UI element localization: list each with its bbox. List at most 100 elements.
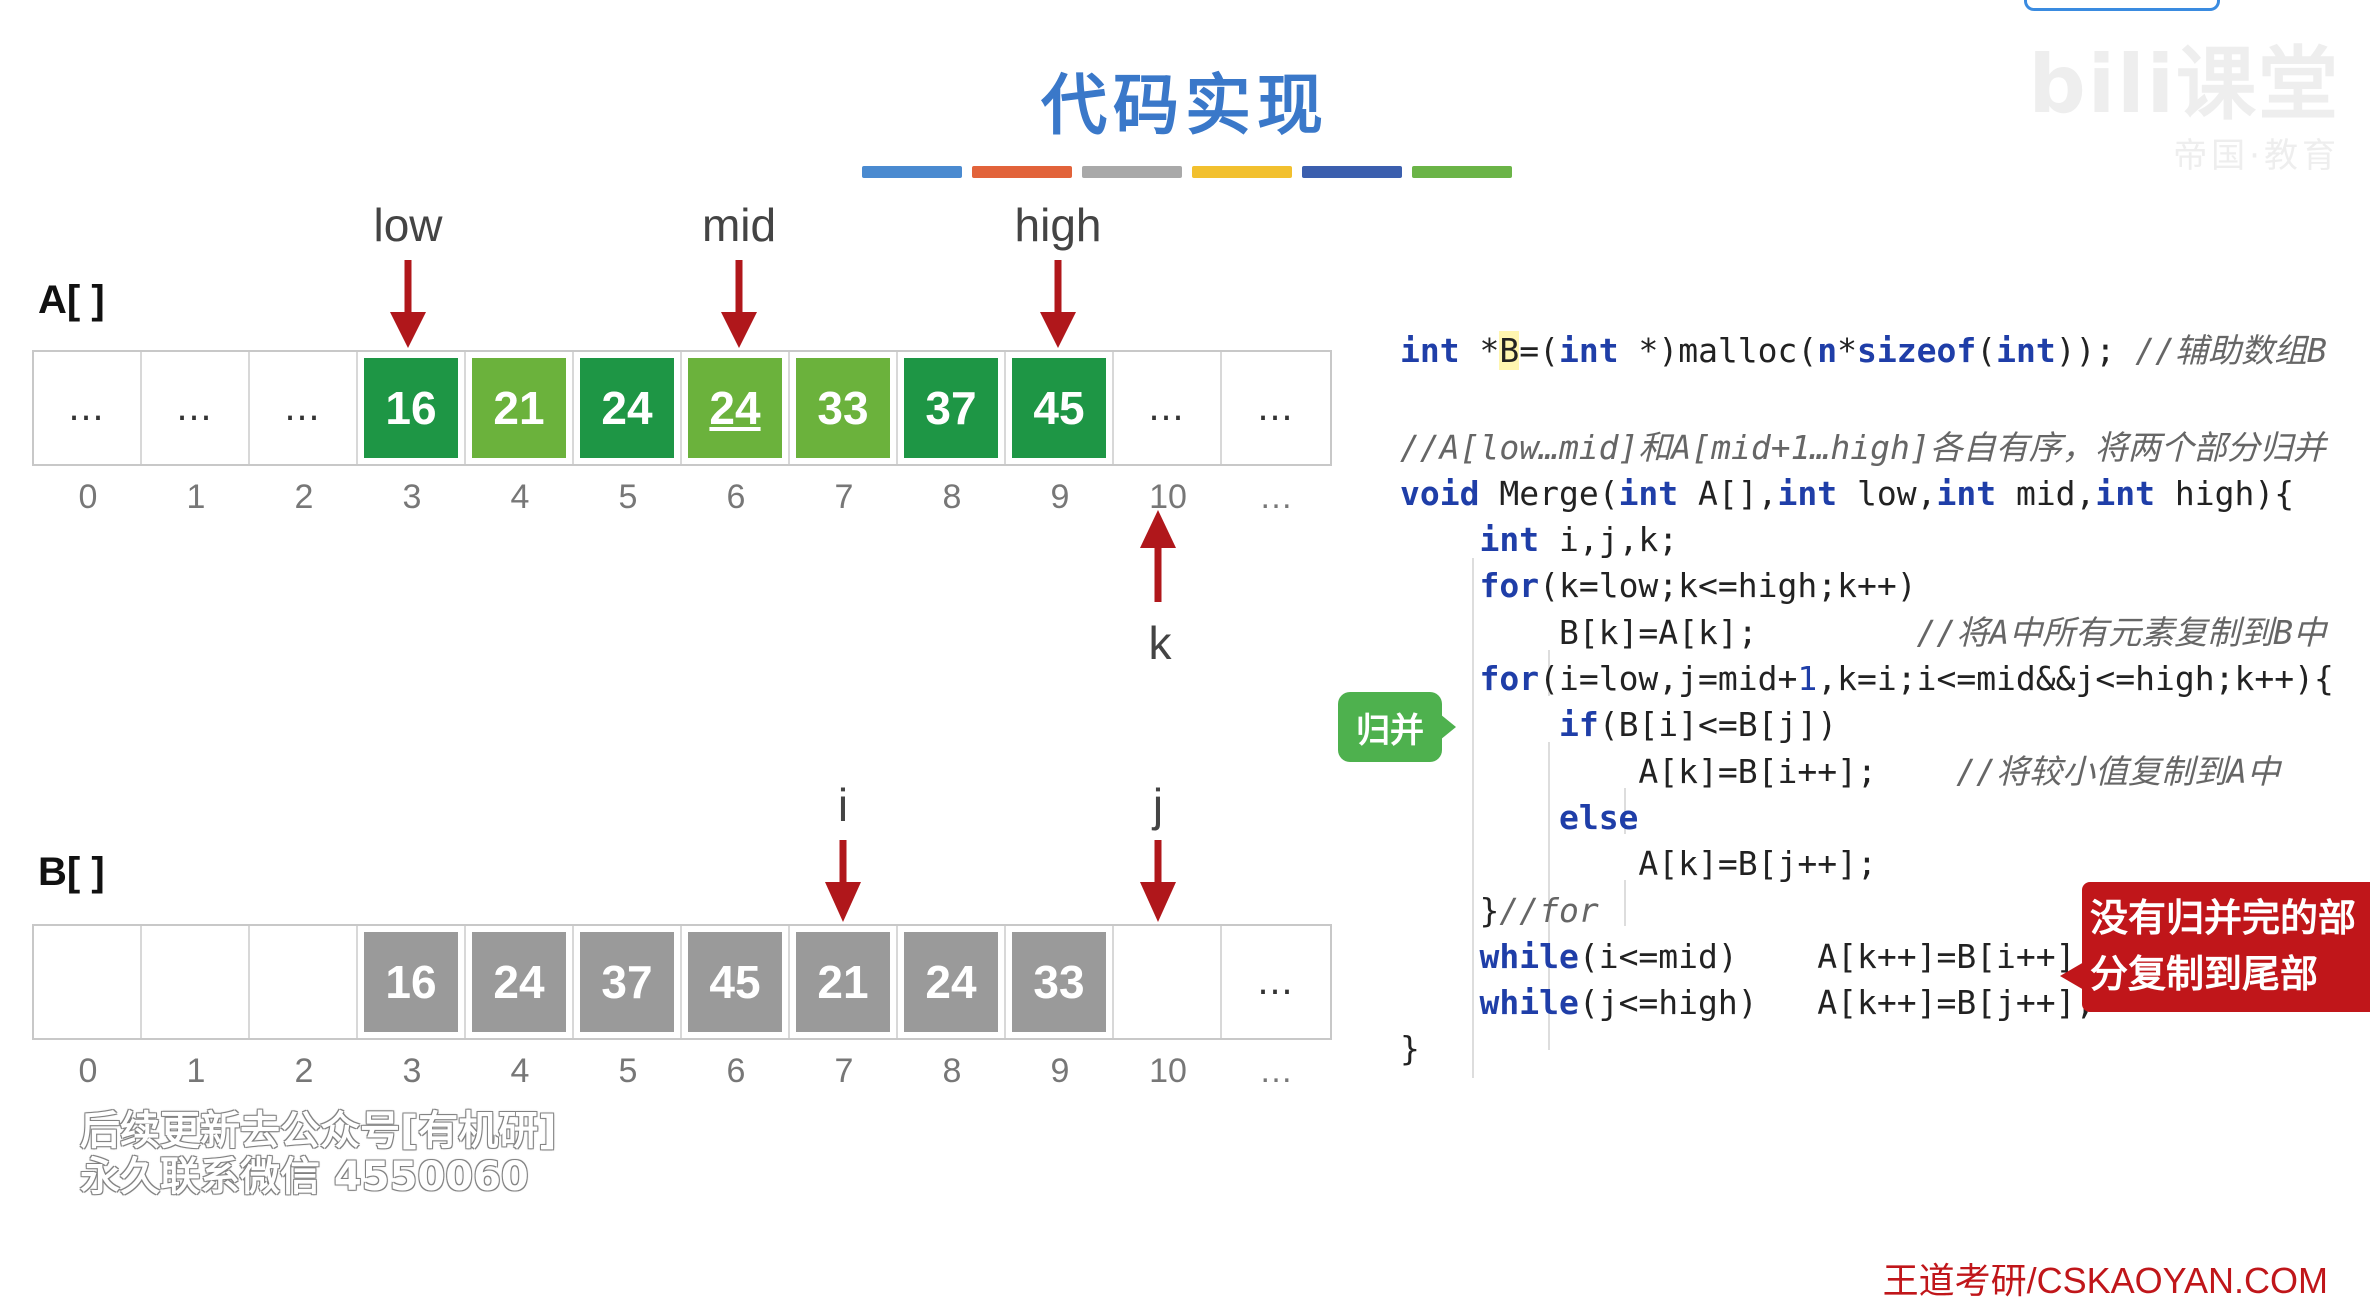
array-a-cell-7: 33 — [790, 352, 898, 464]
array-a-index-4: 4 — [510, 478, 530, 516]
array-a-cell-value: 33 — [796, 358, 890, 458]
array-a-index-5: 5 — [618, 478, 638, 516]
pointer-mid-label: mid — [701, 199, 777, 251]
logo-pill — [2024, 0, 2220, 11]
array-a-cell-value: 16 — [364, 358, 458, 458]
array-b-cell-7: 21 — [790, 926, 898, 1038]
title-color-bar — [862, 166, 1512, 178]
arrow-mid — [721, 260, 757, 348]
array-a-cell-10: … — [1114, 352, 1222, 464]
code-line-malloc: int *B=(int *)malloc(n*sizeof(int)); //辅… — [1400, 331, 2327, 370]
array-a-cell-value: 21 — [472, 358, 566, 458]
array-b-index-7: 7 — [834, 1052, 854, 1090]
array-a-index-3: 3 — [402, 478, 422, 516]
array-a-index-10: 10 — [1149, 478, 1187, 516]
array-a-index-2: 2 — [294, 478, 314, 516]
code-line-copy: B[k]=A[k]; //将A中所有元素复制到B中 — [1400, 612, 2327, 652]
array-a-index-7: 7 — [834, 478, 854, 516]
array-a-index-6: 6 — [726, 478, 746, 516]
array-a-cell-11: … — [1222, 352, 1330, 464]
title-bar-segment — [1082, 166, 1182, 178]
array-a-cell-6: 24 — [682, 352, 790, 464]
code-line-decl: int i,j,k; — [1479, 520, 1679, 560]
code-guide-3 — [1548, 742, 1550, 1050]
array-b-cell-10 — [1114, 926, 1222, 1038]
array-b-cell-value: 33 — [1012, 932, 1106, 1032]
arrow-j — [1140, 840, 1176, 922]
array-b-label: B[ ] — [38, 850, 105, 894]
code-guide-1 — [1472, 558, 1474, 1078]
code-line-comment-merge: //A[low…mid]和A[mid+1…high]各自有序，将两个部分归并 — [1400, 427, 2326, 467]
title-bar-segment — [1302, 166, 1402, 178]
array-a-cell-value: 24 — [688, 358, 782, 458]
arrow-high — [1040, 260, 1076, 348]
pointer-j-label: j — [1152, 779, 1164, 831]
array-b-cell-ellipsis: … — [1257, 961, 1295, 1003]
title-bar-segment — [862, 166, 962, 178]
array-a-cell-ellipsis: … — [1257, 387, 1295, 429]
array-b-index-9: 9 — [1050, 1052, 1070, 1090]
array-a-cell-ellipsis: … — [284, 387, 322, 429]
array-a-cell-ellipsis: … — [1148, 387, 1186, 429]
array-b-cell-5: 37 — [574, 926, 682, 1038]
pointer-high-label: high — [1014, 199, 1102, 251]
array-a-cell-1: … — [142, 352, 250, 464]
array-a-cell-value: 24 — [580, 358, 674, 458]
array-b-index-4: 4 — [510, 1052, 530, 1090]
array-b-index-2: 2 — [294, 1052, 314, 1090]
array-b-cell-value: 24 — [472, 932, 566, 1032]
pointer-i-label: i — [837, 779, 849, 831]
page-title: 代码实现 — [1041, 67, 1329, 144]
code-line-assign-j: A[k]=B[j++]; — [1400, 844, 1877, 884]
array-b-index-0: 0 — [78, 1052, 98, 1090]
code-guide-2 — [1548, 650, 1550, 696]
array-b-cell-2 — [250, 926, 358, 1038]
array-a-cell-ellipsis: … — [176, 387, 214, 429]
array-b-index-5: 5 — [618, 1052, 638, 1090]
array-b-index-11: … — [1259, 1052, 1293, 1090]
code-line-for-copy: for(k=low;k<=high;k++) — [1479, 566, 1917, 606]
array-a-cell-5: 24 — [574, 352, 682, 464]
array-a-cell-0: … — [34, 352, 142, 464]
pointer-k-label: k — [1148, 617, 1172, 669]
merge-tag-pointer — [1440, 714, 1456, 740]
array-a-label: A[ ] — [38, 278, 105, 322]
code-line-signature: void Merge(int A[],int low,int mid,int h… — [1400, 473, 2295, 513]
arrow-i — [825, 840, 861, 922]
logo: bili课堂 — [2028, 38, 2340, 131]
code-line-for-merge: for(i=low,j=mid+1,k=i;i<=mid&&j<=high;k+… — [1479, 659, 2334, 699]
array-a-index-11: … — [1259, 478, 1293, 516]
array-b-index-10: 10 — [1149, 1052, 1187, 1090]
code-line-assign-i: A[k]=B[i++]; //将较小值复制到A中 — [1400, 751, 2280, 791]
array-b-index-8: 8 — [942, 1052, 962, 1090]
array-a-cell-value: 45 — [1012, 358, 1106, 458]
array-a-cell-2: … — [250, 352, 358, 464]
array-b-index-6: 6 — [726, 1052, 746, 1090]
footer-brand: 王道考研/CSKAOYAN.COM — [1882, 1260, 2328, 1301]
callout-box: 没有归并完的部 分复制到尾部 — [2082, 882, 2370, 1012]
array-b-cell-0 — [34, 926, 142, 1038]
array-a-index-0: 0 — [78, 478, 98, 516]
title-bar-segment — [1192, 166, 1292, 178]
title-bar-segment — [1412, 166, 1512, 178]
logo-subtitle: 帝国·教育 — [2173, 136, 2340, 176]
pointer-low-label: low — [373, 199, 443, 251]
title-bar-segment — [972, 166, 1072, 178]
watermark-text: 后续更新去公众号[有机研] 永久联系微信 4550060 — [80, 1108, 557, 1200]
array-a-index-9: 9 — [1050, 478, 1070, 516]
array-b-cell-6: 45 — [682, 926, 790, 1038]
array-b-index-3: 3 — [402, 1052, 422, 1090]
array-b-cell-value: 24 — [904, 932, 998, 1032]
code-line-else: else — [1558, 797, 1639, 837]
array-a-cell-8: 37 — [898, 352, 1006, 464]
code-line-while-i: while(i<=mid) A[k++]=B[i++]; — [1479, 936, 2096, 976]
array-b-cell-value: 16 — [364, 932, 458, 1032]
code-line-for-end: }//for — [1400, 890, 1599, 930]
array-b-cell-3: 16 — [358, 926, 466, 1038]
code-line-if: if(B[i]<=B[j]) — [1558, 705, 1838, 745]
array-b-cell-8: 24 — [898, 926, 1006, 1038]
